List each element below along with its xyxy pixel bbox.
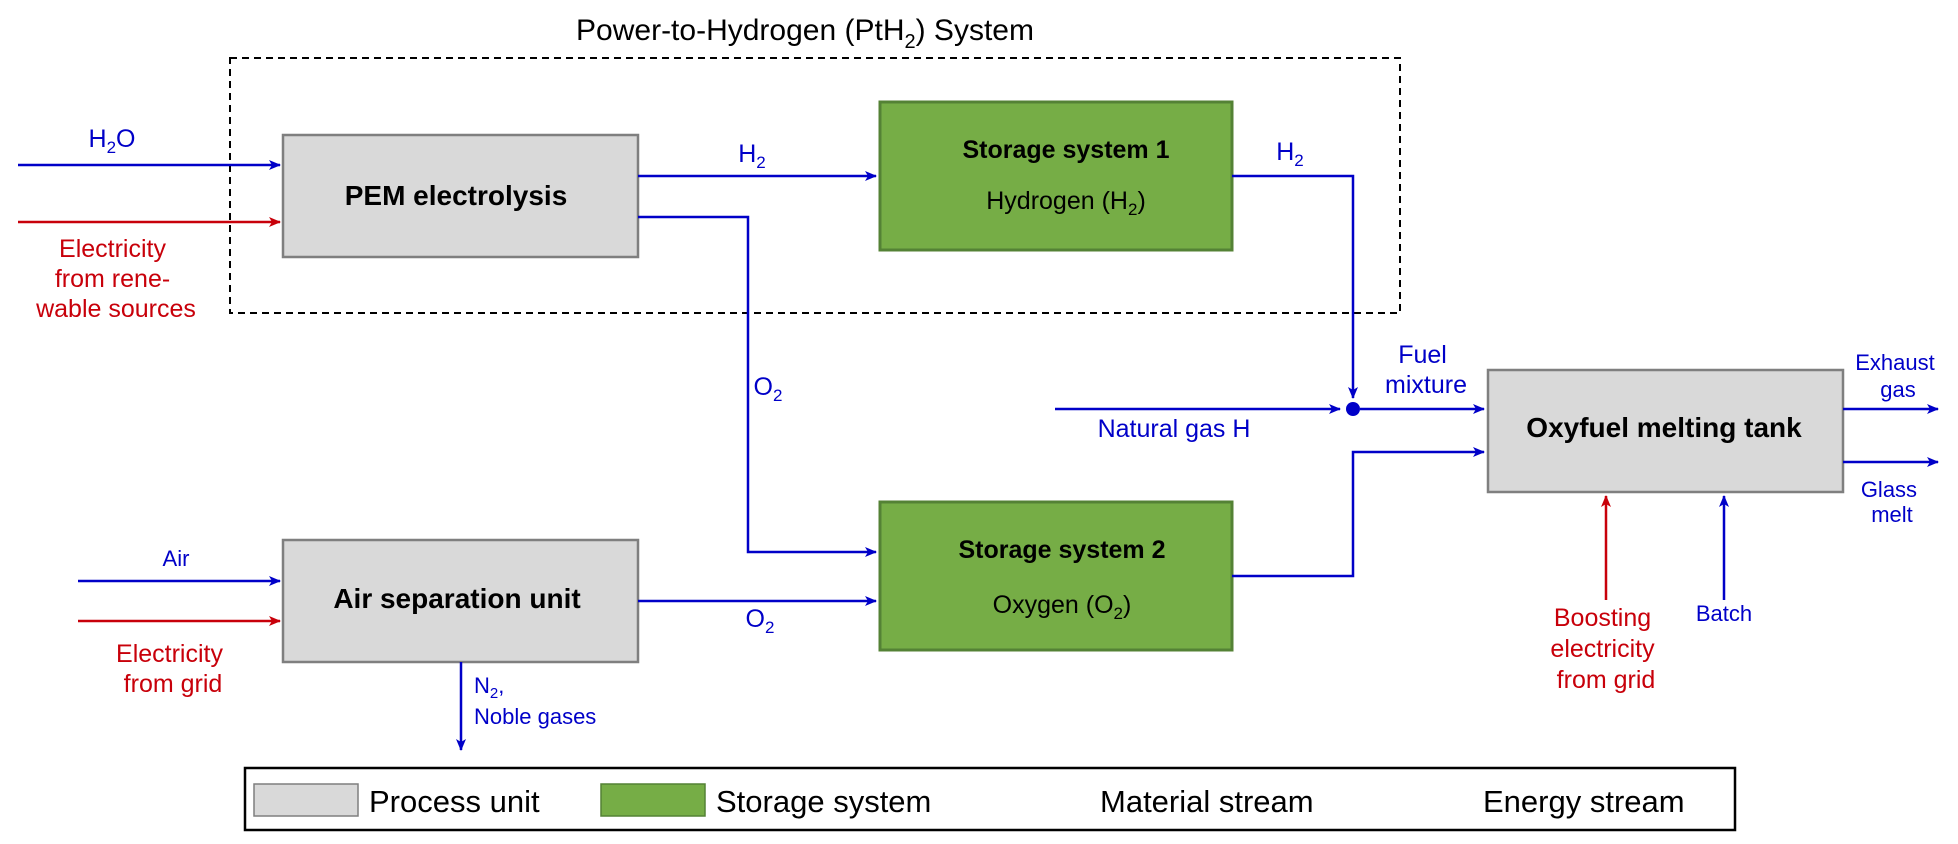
storage-system-1-title: Storage system 1 (962, 136, 1169, 164)
fuel-mixing-junction (1346, 402, 1360, 416)
electricity-grid-label: Electricity from grid (116, 640, 230, 698)
storage-system-1-box: Storage system 1 Hydrogen (H2) (878, 100, 1234, 252)
air-label: Air (163, 546, 190, 571)
legend-storage-system-swatch (600, 783, 706, 817)
air-separation-unit-box: Air separation unit (281, 538, 640, 664)
exhaust-gas-label: Exhaust gas (1855, 350, 1941, 402)
legend-process-unit-swatch (253, 783, 359, 817)
air-separation-unit-label: Air separation unit (333, 583, 580, 614)
legend-storage-system-label: Storage system (716, 784, 931, 819)
o2-asu-label: O2 (746, 605, 775, 637)
h2-storage-label: H2 (1276, 138, 1304, 170)
boosting-electricity-label: Boosting electricity from grid (1550, 604, 1661, 694)
legend-material-stream-label: Material stream (1100, 784, 1314, 819)
storage-system-2-box: Storage system 2 Oxygen (O2) (878, 500, 1234, 652)
o2-pem-label: O2 (754, 373, 783, 405)
h2-storage1-to-junction-arrow (1232, 174, 1358, 399)
o2-storage2-to-tank-arrow (1232, 447, 1485, 578)
legend: Process unit Storage system Material str… (243, 766, 1737, 832)
oxyfuel-melting-tank-label: Oxyfuel melting tank (1526, 412, 1802, 443)
electricity-renewable-label: Electricity from rene- wable sources (35, 235, 196, 323)
n2-noble-gases-label: N2, Noble gases (474, 673, 596, 729)
system-title: Power-to-Hydrogen (PtH2) System (576, 14, 1034, 53)
pem-electrolysis-box: PEM electrolysis (281, 133, 640, 259)
pth2-system-boundary (229, 57, 1401, 314)
batch-label: Batch (1696, 601, 1752, 626)
natural-gas-label: Natural gas H (1098, 415, 1251, 443)
fuel-mixture-label: Fuel mixture (1385, 341, 1467, 399)
h2-pem-label: H2 (738, 140, 766, 172)
h2o-label: H2O (89, 125, 136, 157)
storage-system-2-title: Storage system 2 (958, 536, 1165, 564)
o2-pem-to-storage2-arrow (638, 215, 877, 557)
legend-process-unit-label: Process unit (369, 784, 540, 819)
glass-melt-label: Glass melt (1861, 477, 1923, 527)
pem-electrolysis-label: PEM electrolysis (345, 180, 568, 211)
legend-energy-stream-label: Energy stream (1483, 784, 1685, 819)
storage-system-2-subtitle: Oxygen (O2) (993, 591, 1132, 623)
storage-system-1-subtitle: Hydrogen (H2) (986, 187, 1146, 219)
oxyfuel-melting-tank-box: Oxyfuel melting tank (1486, 368, 1845, 494)
